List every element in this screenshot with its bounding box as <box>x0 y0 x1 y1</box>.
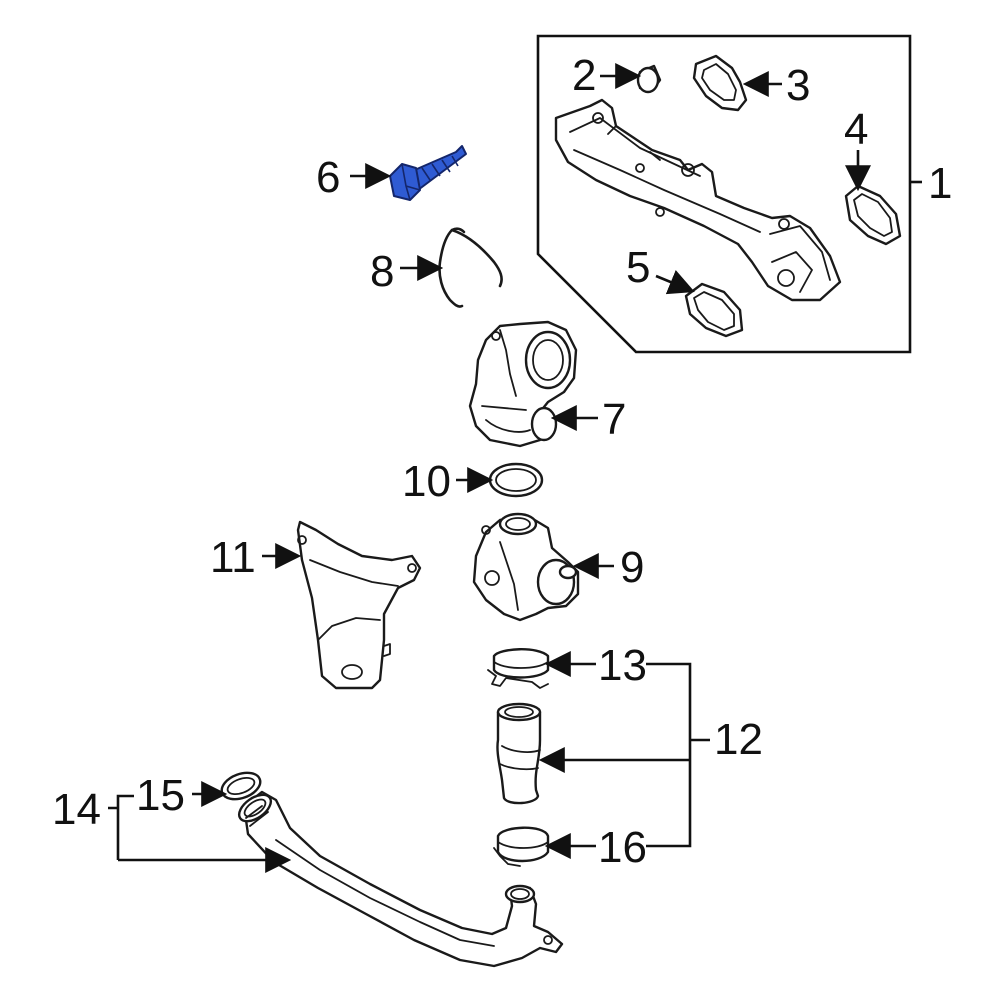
part-10-oring[interactable] <box>488 462 544 498</box>
part-4-gasket[interactable] <box>844 184 902 246</box>
part-6-bolt[interactable] <box>389 145 467 201</box>
callout-3: 3 <box>786 61 810 110</box>
callout-14: 14 <box>52 785 101 834</box>
part-13-clamp[interactable] <box>487 648 550 689</box>
part-1-housing[interactable] <box>554 98 842 302</box>
callout-6: 6 <box>316 153 340 202</box>
callout-5: 5 <box>626 243 650 292</box>
callout-7: 7 <box>602 395 626 444</box>
part-14-pipe[interactable] <box>235 789 564 968</box>
part-12-hose[interactable] <box>496 702 542 805</box>
part-3-gasket[interactable] <box>692 54 748 112</box>
part-5-gasket[interactable] <box>684 282 744 338</box>
callout-13: 13 <box>598 641 647 690</box>
part-8-clip[interactable] <box>438 227 503 308</box>
part-7-thermostat-housing[interactable] <box>468 320 578 448</box>
callout-2: 2 <box>572 51 596 100</box>
callout-8: 8 <box>370 247 394 296</box>
callout-4: 4 <box>844 105 868 154</box>
part-9-valve[interactable] <box>472 512 580 622</box>
callout-11: 11 <box>210 533 256 582</box>
part-2-plug[interactable] <box>636 64 662 94</box>
callout-15: 15 <box>136 771 185 820</box>
leaders <box>108 63 871 873</box>
callout-10: 10 <box>402 457 451 506</box>
part-11-shield[interactable] <box>296 520 422 690</box>
callout-1: 1 <box>928 159 952 208</box>
inset-box <box>536 34 912 354</box>
callout-12: 12 <box>714 715 763 764</box>
callouts: 1 2 3 4 5 6 7 8 9 10 11 12 13 14 15 16 <box>52 51 952 872</box>
part-16-clamp[interactable] <box>493 826 550 867</box>
callout-16: 16 <box>598 823 647 872</box>
callout-9: 9 <box>620 543 644 592</box>
